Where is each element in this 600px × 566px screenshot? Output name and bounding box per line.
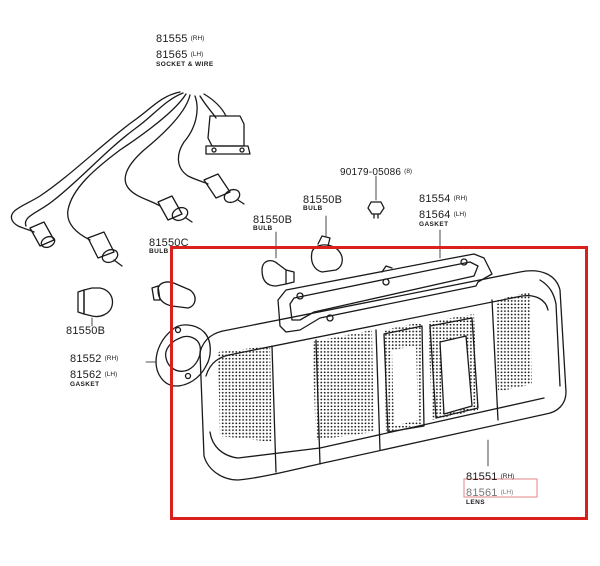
label-screw: 90179-05086(8) xyxy=(340,167,413,178)
bulb-left-icon xyxy=(77,287,114,327)
lens-label-highlight xyxy=(463,478,538,498)
socket-2-icon xyxy=(87,231,123,267)
bulb-mid-icon xyxy=(310,215,343,273)
label-bulb-b-top: 81550B BULB xyxy=(303,194,343,212)
label-bulb-c: 81550C BULB xyxy=(149,237,189,255)
bulb-c-icon xyxy=(151,281,196,309)
label-bulb-b-left: 81550B xyxy=(66,325,106,337)
label-lens-gasket: 81554(RH) 81564(LH) GASKET xyxy=(419,193,468,228)
socket-4-icon xyxy=(203,173,245,205)
label-bulb-b-mid: 81550B BULB xyxy=(253,214,293,232)
label-lens: 81551(RH) 81561(LH) LENS xyxy=(466,471,515,506)
lens-highlight-box xyxy=(170,246,588,520)
socket-gasket-icon xyxy=(145,324,211,387)
bulb-top-icon xyxy=(261,231,295,287)
socket-wire-harness xyxy=(10,91,251,267)
label-socket-wire: 81555(RH) 81565(LH) SOCKET & WIRE xyxy=(156,33,214,68)
socket-3-icon xyxy=(157,195,193,223)
socket-1-icon xyxy=(29,221,56,249)
label-socket-gasket: 81552(RH) 81562(LH) GASKET xyxy=(70,353,119,388)
lens-gasket-icon xyxy=(277,229,493,333)
screw-icon xyxy=(367,175,385,219)
lens-icon xyxy=(199,270,567,481)
